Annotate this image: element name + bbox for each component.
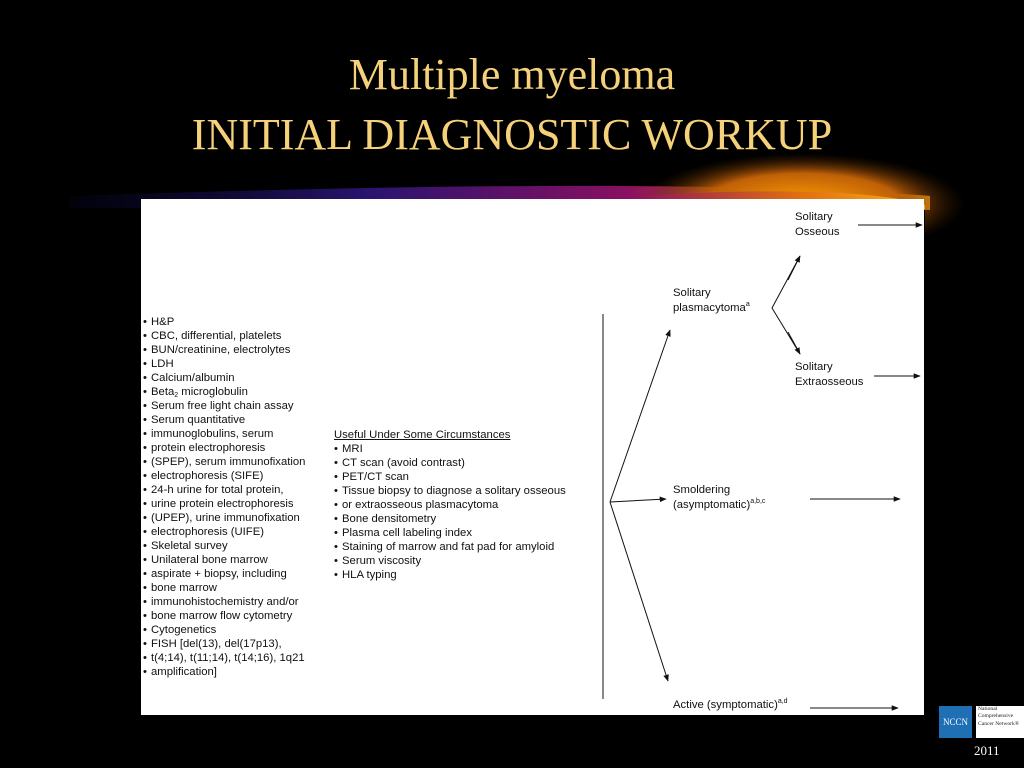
label-text: Active (symptomatic) [673,699,778,711]
arrow-to-osseous [787,255,801,281]
slide-title: Multiple myeloma [348,50,676,99]
list-item-continuation: urine protein electrophoresis [143,497,305,511]
list-item: Bone densitometry [334,512,566,526]
arrow-to-smoldering [609,496,667,503]
list-item: CBC, differential, platelets [143,329,305,343]
beta-subscript: 2 [174,392,179,399]
beta-prefix: Beta [151,386,175,398]
swoosh-orb [640,153,966,255]
workup-diagram-panel: H&P CBC, differential, platelets BUN/cre… [141,199,924,715]
solitary-osseous-label: Solitary Osseous [795,210,840,240]
list-item-continuation: aspirate + biopsy, including [143,567,305,581]
list-item-continuation: bone marrow [143,581,305,595]
list-item: BUN/creatinine, electrolytes [143,343,305,357]
slide-subtitle: INITIAL DIAGNOSTIC WORKUP [191,110,833,159]
list-item: Plasma cell labeling index [334,526,566,540]
list-item-continuation: bone marrow flow cytometry [143,609,305,623]
list-item: Tissue biopsy to diagnose a solitary oss… [334,484,566,498]
list-item: PET/CT scan [334,470,566,484]
footnote-marker: a,b,c [750,498,766,505]
list-item: Unilateral bone marrow [143,553,305,567]
list-item: MRI [334,442,566,456]
list-item-continuation: immunohistochemistry and/or [143,595,305,609]
label-line: Solitary [673,287,711,299]
list-item-continuation: electrophoresis (UIFE) [143,525,305,539]
list-item: LDH [143,357,305,371]
footnote-marker: a [745,301,750,308]
useful-list: Useful Under Some Circumstances MRI CT s… [334,428,566,582]
list-item: CT scan (avoid contrast) [334,456,566,470]
useful-heading: Useful Under Some Circumstances [334,429,511,441]
list-item-continuation: t(4;14), t(11;14), t(14;16), 1q21 [143,651,305,665]
label-text: (asymptomatic) [673,499,751,511]
label-line: Osseous [795,226,840,238]
label-line: (asymptomatic)a,b,c [673,498,765,513]
list-item-continuation: (UPEP), urine immunofixation [143,511,305,525]
list-item: Serum viscosity [334,554,566,568]
list-item-continuation: (SPEP), serum immunofixation [143,455,305,469]
label-line: plasmacytomaa [673,301,750,316]
nccn-logo: NCCN National Comprehensive Cancer Netwo… [939,706,1024,738]
arrow-to-extraosseous [787,331,801,355]
list-item: Staining of marrow and fat pad for amylo… [334,540,566,554]
list-item-continuation: immunoglobulins, serum [143,427,305,441]
active-label: Active (symptomatic)a,d [673,698,788,712]
list-item: Beta2 microglobulin [143,385,305,399]
solitary-branch [771,255,801,355]
list-item-continuation: amplification] [143,665,305,679]
list-item: Skeletal survey [143,539,305,553]
workup-list: H&P CBC, differential, platelets BUN/cre… [143,315,305,679]
arrow-to-solitary [609,329,671,503]
smoldering-label: Smoldering (asymptomatic)a,b,c [673,483,765,513]
label-line: Smoldering [673,484,731,496]
solitary-extraosseous-label: Solitary Extraosseous [795,360,863,390]
arrow-to-active [609,501,669,682]
list-item-continuation: or extraosseous plasmacytoma [334,498,566,512]
beta-suffix: microglobulin [178,386,248,398]
diagram-connectors [602,222,923,711]
list-item-continuation: electrophoresis (SIFE) [143,469,305,483]
logo-abbr: NCCN [939,706,972,738]
list-item: Serum free light chain assay [143,399,305,413]
list-item-continuation: protein electrophoresis [143,441,305,455]
list-item: H&P [143,315,305,329]
list-item: FISH [del(13), del(17p13), [143,637,305,651]
label-line: Extraosseous [795,376,864,388]
list-item: Serum quantitative [143,413,305,427]
list-item: Calcium/albumin [143,371,305,385]
list-item: 24-h urine for total protein, [143,483,305,497]
label-line: Solitary [795,211,833,223]
list-item: Cytogenetics [143,623,305,637]
solitary-plasmacytoma-label: Solitary plasmacytomaa [673,286,750,316]
label-line: Solitary [795,361,833,373]
year-label: 2011 [974,743,1000,758]
label-text: plasmacytoma [673,302,746,314]
footnote-marker: a,d [777,698,788,705]
logo-name: National Comprehensive Cancer Network® [976,706,1024,738]
list-item: HLA typing [334,568,566,582]
